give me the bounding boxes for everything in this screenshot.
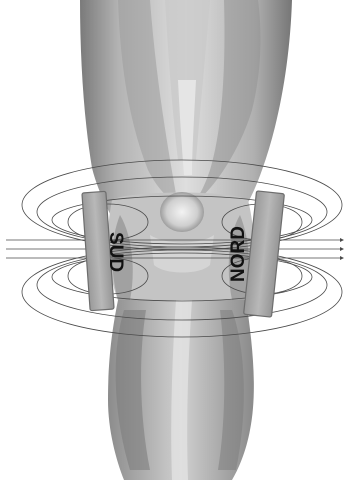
magnet-south-label: SUD [105,232,126,272]
patella [160,192,204,232]
magnet-north-label: NORD [228,226,249,282]
